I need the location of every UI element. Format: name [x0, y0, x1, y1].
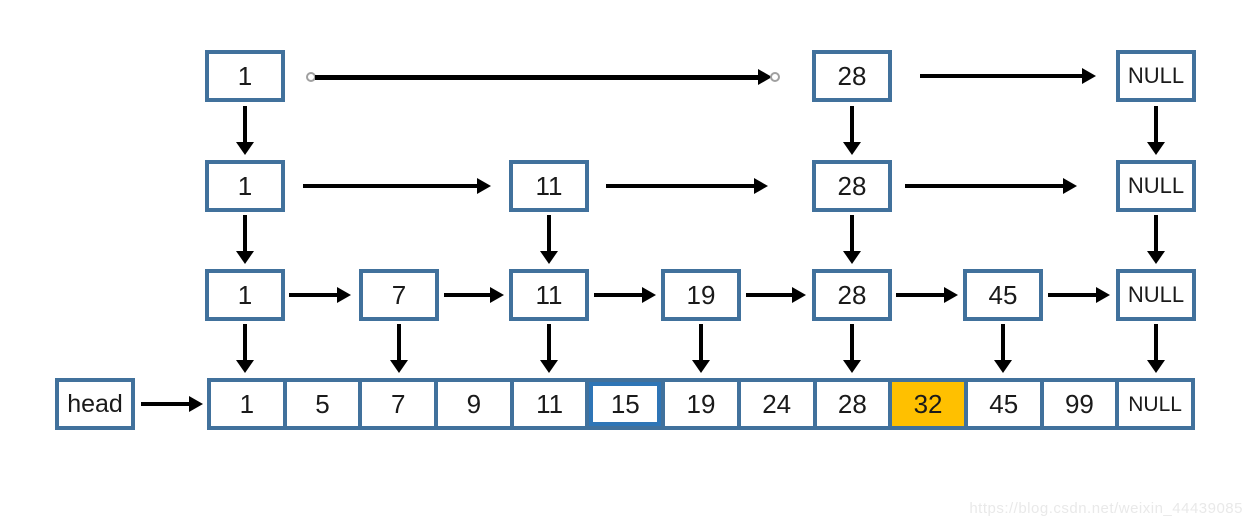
array-cell-9: 9 [434, 382, 510, 426]
node-l3-28: 28 [812, 50, 892, 102]
array-cell-7: 7 [358, 382, 435, 426]
arrow-down-l1-1 [236, 324, 254, 373]
base-array: 1 5 7 9 11 15 19 24 28 32 45 99 NULL [207, 378, 1195, 430]
arrow-down-l1-null [1147, 324, 1165, 373]
arrow-down-l1-11 [540, 324, 558, 373]
connector-shaft [315, 75, 766, 80]
node-l1-19: 19 [661, 269, 741, 321]
array-cell-1: 1 [211, 382, 283, 426]
array-cell-32: 32 [888, 382, 964, 426]
node-l3-1: 1 [205, 50, 285, 102]
node-l1-null: NULL [1116, 269, 1196, 321]
node-l1-1: 1 [205, 269, 285, 321]
arrow-down-l3-28 [843, 106, 861, 155]
arrow-l1-7-to-11 [444, 286, 504, 304]
arrow-down-l3-null [1147, 106, 1165, 155]
arrow-down-l1-45 [994, 324, 1012, 373]
array-cell-5: 5 [282, 382, 359, 426]
arrow-l1-11-to-19 [594, 286, 656, 304]
arrow-down-l1-28 [843, 324, 861, 373]
array-cell-11: 11 [509, 382, 586, 426]
node-l3-null: NULL [1116, 50, 1196, 102]
node-l1-7: 7 [359, 269, 439, 321]
node-l2-1: 1 [205, 160, 285, 212]
arrow-l1-1-to-7 [289, 286, 351, 304]
connector-l3-1-to-28 [306, 68, 780, 86]
array-cell-28: 28 [812, 382, 889, 426]
arrow-l1-45-to-null [1048, 286, 1110, 304]
connector-endpoint-right-icon [770, 72, 780, 82]
arrow-l1-19-to-28 [746, 286, 806, 304]
node-l1-11: 11 [509, 269, 589, 321]
node-l1-28: 28 [812, 269, 892, 321]
arrow-l2-11-to-28 [606, 177, 768, 195]
node-l2-11: 11 [509, 160, 589, 212]
array-cell-19: 19 [661, 382, 737, 426]
arrow-l3-28-to-null [920, 67, 1096, 85]
node-l2-null: NULL [1116, 160, 1196, 212]
arrow-l2-28-to-null [905, 177, 1077, 195]
arrow-l1-28-to-45 [896, 286, 958, 304]
arrow-down-l2-1 [236, 215, 254, 264]
arrow-down-l2-11 [540, 215, 558, 264]
arrowhead-icon [758, 69, 772, 85]
array-cell-null: NULL [1115, 382, 1191, 426]
array-cell-45: 45 [963, 382, 1040, 426]
watermark-url: https://blog.csdn.net/weixin_44439085 [969, 500, 1243, 517]
head-node: head [55, 378, 135, 430]
arrow-down-l2-null [1147, 215, 1165, 264]
arrow-head-to-array [141, 395, 203, 413]
array-cell-15: 15 [585, 382, 662, 426]
arrow-down-l3-1 [236, 106, 254, 155]
arrow-down-l1-7 [390, 324, 408, 373]
arrow-down-l2-28 [843, 215, 861, 264]
arrow-l2-1-to-11 [303, 177, 491, 195]
node-l2-28: 28 [812, 160, 892, 212]
array-cell-99: 99 [1039, 382, 1116, 426]
node-l1-45: 45 [963, 269, 1043, 321]
arrow-down-l1-19 [692, 324, 710, 373]
array-cell-24: 24 [736, 382, 813, 426]
